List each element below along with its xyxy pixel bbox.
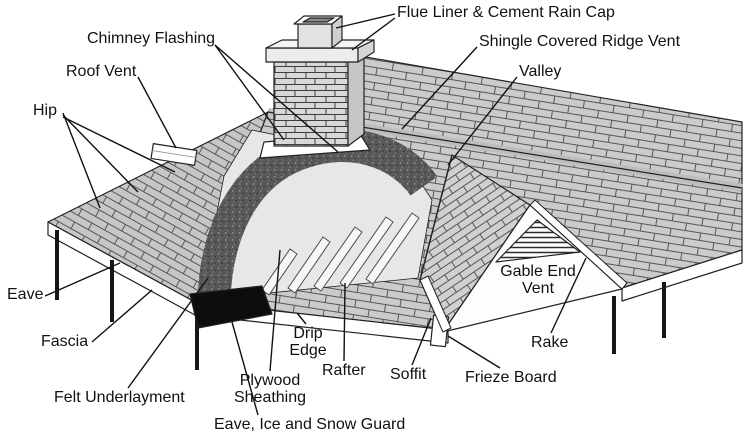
leader-felt-underlayment [127, 277, 209, 389]
label-valley: Valley [519, 63, 562, 80]
gable-vent-louver [495, 219, 581, 263]
label-gable-end-vent-line1: Gable End [500, 263, 576, 280]
label-ridge-vent: Shingle Covered Ridge Vent [479, 33, 681, 50]
label-soffit: Soffit [390, 366, 427, 383]
fascia-right-board [621, 249, 743, 302]
ice-guard-patch [189, 285, 273, 329]
support-posts [55, 230, 666, 370]
gable-left-eave-fascia [419, 275, 452, 333]
label-eave: Eave [7, 286, 44, 303]
label-gable-end-vent: Gable End Vent [492, 263, 584, 298]
label-drip-edge-line2: Edge [289, 341, 327, 359]
rake-fascia [529, 199, 628, 290]
chimney-body [273, 61, 349, 147]
label-plywood-sheathing-line2: Sheathing [233, 388, 307, 406]
chimney-side [347, 53, 365, 147]
label-eave-ice-snow-guard: Eave, Ice and Snow Guard [214, 416, 406, 433]
leader-fascia [91, 289, 153, 343]
chimney-cap-slab [265, 47, 359, 63]
leader-frieze-board [447, 335, 501, 369]
label-felt-underlayment: Felt Underlayment [54, 389, 185, 406]
leader-lines [44, 13, 587, 416]
leader-eave-ice [231, 321, 259, 416]
gable-wing [419, 154, 628, 348]
leader-hip-1 [62, 112, 101, 209]
leader-roof-vent [137, 76, 177, 149]
leader-plywood-sheathing [269, 249, 281, 372]
leader-rafter [343, 282, 346, 362]
label-fascia: Fascia [41, 333, 89, 350]
leader-soffit [411, 317, 432, 366]
label-chimney-flashing: Chimney Flashing [87, 30, 216, 47]
leader-rake [550, 257, 587, 334]
flue-box [297, 23, 333, 49]
label-frieze-board: Frieze Board [465, 369, 557, 386]
flue-liner-opening [302, 17, 335, 23]
cutaway-section [189, 129, 438, 329]
label-gable-end-vent-line2: Vent [521, 279, 555, 297]
leader-flue-liner-2 [351, 17, 396, 51]
label-hip: Hip [33, 102, 58, 119]
leader-chimney-flashing-1 [214, 44, 285, 141]
leader-hip-3 [62, 116, 176, 173]
chimney [259, 15, 375, 159]
leader-flue-liner-1 [335, 13, 396, 29]
label-roof-vent: Roof Vent [66, 63, 137, 80]
label-drip-edge-line1: Drip [293, 325, 323, 342]
label-flue-liner: Flue Liner & Cement Rain Cap [397, 4, 615, 21]
roof-vent [150, 143, 198, 166]
valley-line [419, 154, 453, 281]
leader-eave [44, 262, 121, 297]
label-plywood-sheathing-line1: Plywood [239, 372, 301, 389]
label-rafter: Rafter [322, 362, 366, 379]
chimney-cap-side [357, 39, 375, 63]
label-plywood-sheathing: Plywood Sheathing [222, 372, 318, 407]
leader-valley [447, 76, 518, 166]
leader-chimney-flashing-2 [214, 44, 339, 153]
roof-structure [47, 15, 743, 370]
leader-ridge-vent [401, 46, 478, 130]
leader-hip-2 [62, 114, 139, 193]
flue-side [331, 15, 343, 49]
rafter-boards [261, 212, 420, 296]
label-drip-edge: Drip Edge [282, 325, 334, 360]
label-rake: Rake [531, 334, 569, 351]
leader-drip-edge [296, 312, 307, 325]
